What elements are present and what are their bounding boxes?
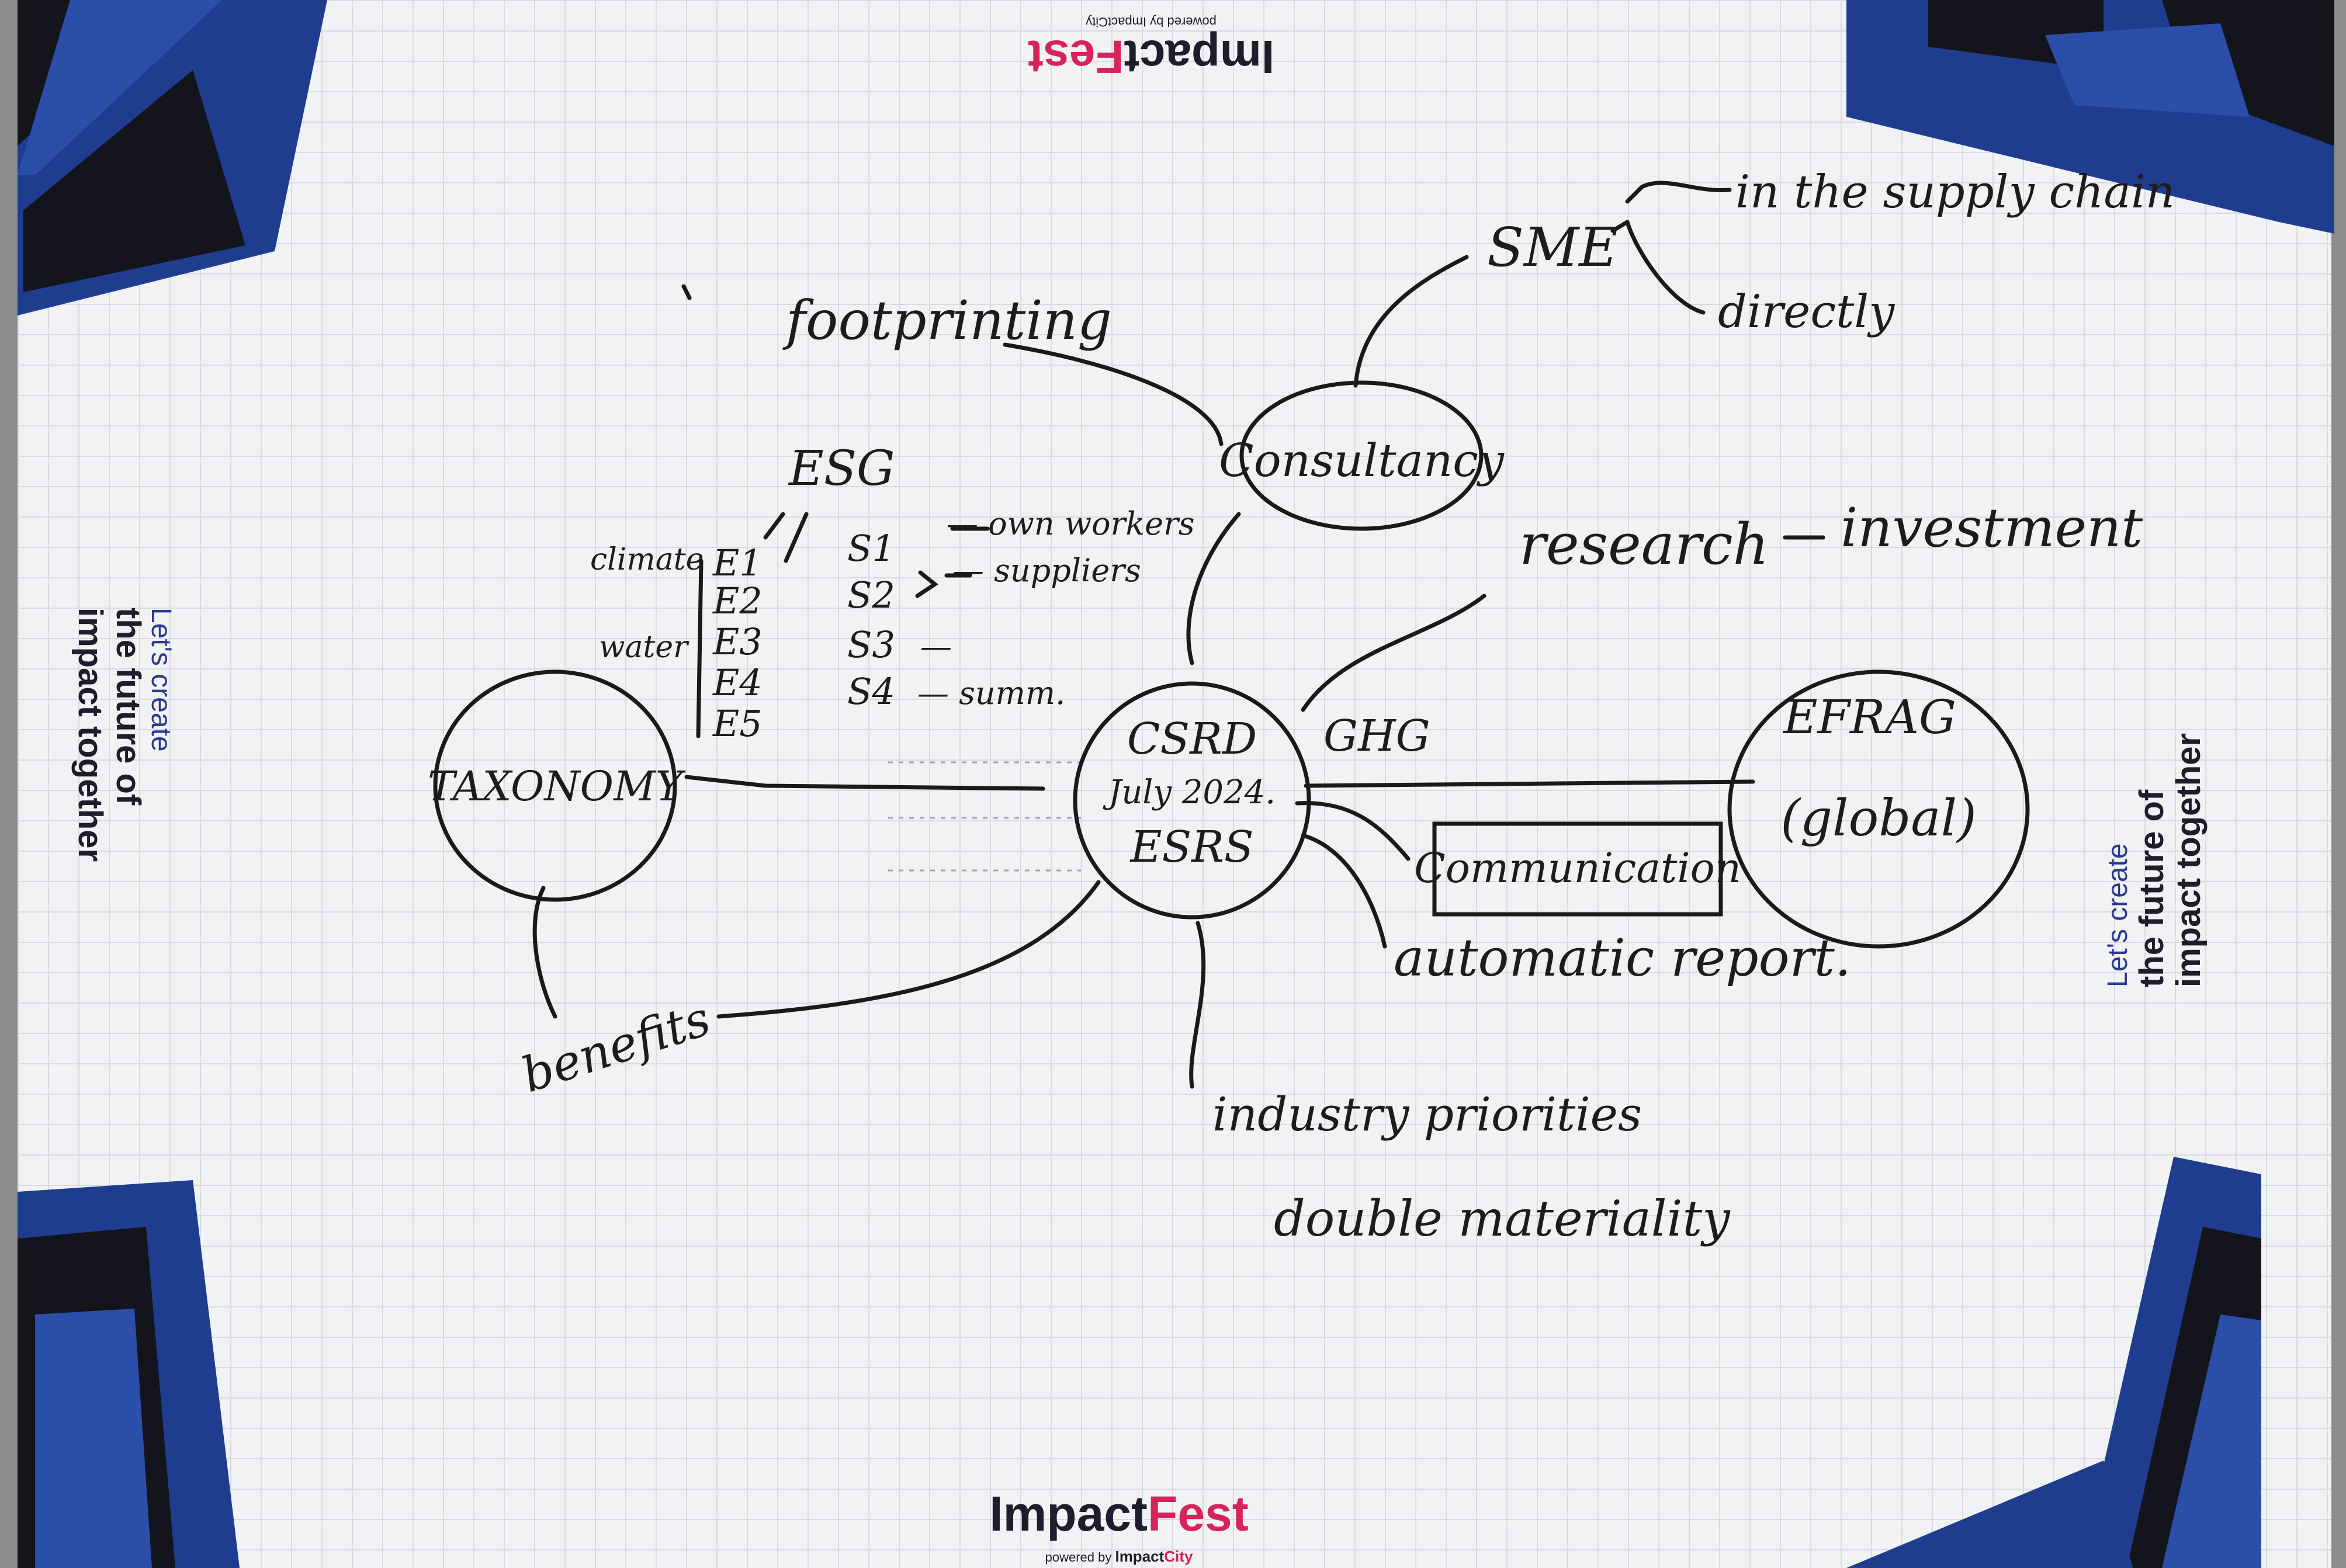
brand-logo-bottom: ImpactFest powered by ImpactCity bbox=[989, 1486, 1248, 1565]
brand-logo-top: ImpactFest powered by ImpactCity bbox=[1028, 15, 1274, 83]
mindmap-connectors bbox=[532, 181, 1825, 1089]
svg-text:S1: S1 bbox=[847, 527, 895, 570]
svg-text:July 2024.: July 2024. bbox=[1103, 773, 1276, 811]
svg-text:climate: climate bbox=[590, 542, 704, 577]
svg-text:Let's create: Let's create bbox=[145, 608, 176, 752]
sme-label: SME bbox=[1487, 216, 1618, 279]
benefits-label: benefits bbox=[515, 991, 717, 1104]
svg-text:E2: E2 bbox=[712, 580, 763, 622]
corner-stripes-top-left bbox=[18, 0, 327, 315]
svg-text:the future of: the future of bbox=[109, 608, 147, 806]
poster-paper bbox=[18, 0, 2331, 1568]
svg-text:impact together: impact together bbox=[2170, 733, 2208, 987]
svg-text:ESRS: ESRS bbox=[1129, 822, 1253, 872]
automatic-report-label: automatic report. bbox=[1394, 928, 1851, 988]
industry-priorities-label: industry priorities bbox=[1212, 1087, 1642, 1142]
efrag-node: EFRAG (global) bbox=[1780, 690, 1976, 848]
corner-stripes-top-right bbox=[1846, 0, 2334, 234]
communication-box bbox=[1432, 821, 1723, 917]
double-materiality-label: double materiality bbox=[1274, 1190, 1731, 1247]
sme-branch-directly: directly bbox=[1718, 286, 1895, 338]
center-node-circle bbox=[1073, 681, 1311, 920]
svg-text:E1: E1 bbox=[712, 542, 763, 584]
consultancy-label: Consultancy bbox=[1219, 435, 1505, 487]
corner-stripes-bottom-left bbox=[18, 1180, 240, 1568]
svg-text:impact together: impact together bbox=[71, 608, 109, 862]
svg-text:the future of: the future of bbox=[2133, 789, 2171, 987]
esg-label: ESG bbox=[788, 441, 895, 497]
svg-text:ImpactFest: ImpactFest bbox=[989, 1486, 1248, 1541]
svg-text:S2: S2 bbox=[847, 574, 895, 616]
svg-text:— summ.: — summ. bbox=[917, 675, 1065, 712]
slogan-left: Let's create the future of impact togeth… bbox=[71, 608, 176, 862]
slogan-right: Let's create the future of impact togeth… bbox=[2102, 733, 2208, 987]
taxonomy-label: TAXONOMY bbox=[428, 762, 686, 810]
taxonomy-node-circle bbox=[433, 669, 677, 902]
consultancy-node-circle bbox=[1239, 380, 1484, 531]
svg-text:EFRAG: EFRAG bbox=[1782, 690, 1956, 744]
svg-text:S4: S4 bbox=[847, 670, 895, 713]
research-label: research bbox=[1519, 512, 1769, 577]
svg-text:water: water bbox=[599, 630, 689, 665]
svg-text:(global): (global) bbox=[1780, 789, 1976, 848]
svg-text:—: — bbox=[920, 628, 952, 665]
svg-text:E3: E3 bbox=[712, 620, 763, 663]
faint-guide-lines bbox=[888, 761, 1081, 872]
svg-text:ImpactFest: ImpactFest bbox=[1028, 31, 1274, 83]
corner-stripes-bottom-right bbox=[1846, 1157, 2261, 1568]
svg-text:S3: S3 bbox=[847, 623, 895, 666]
svg-text:— own workers: — own workers bbox=[947, 505, 1195, 542]
footprinting-label: footprinting bbox=[782, 289, 1112, 352]
svg-text:powered by ImpactCity: powered by ImpactCity bbox=[1086, 15, 1217, 29]
communication-label: Communication bbox=[1414, 844, 1741, 892]
mindmap-nodes bbox=[433, 380, 2030, 949]
esg-breakdown: climate water E1 E2 E3 E4 E5 S1 S2 S3 S4… bbox=[590, 505, 1195, 745]
center-node: CSRD July 2024. ESRS bbox=[1103, 714, 1276, 872]
svg-text:benefits: benefits bbox=[515, 991, 717, 1104]
svg-text:Let's create: Let's create bbox=[2102, 843, 2133, 987]
svg-text:— suppliers: — suppliers bbox=[952, 552, 1141, 589]
investment-label: investment bbox=[1841, 497, 2143, 559]
sme-branch-supply-chain: in the supply chain bbox=[1735, 166, 2175, 218]
ghg-label: GHG bbox=[1323, 711, 1430, 761]
svg-text:E5: E5 bbox=[712, 702, 763, 745]
svg-text:powered by ImpactCity: powered by ImpactCity bbox=[1045, 1548, 1193, 1565]
svg-text:E4: E4 bbox=[712, 661, 763, 704]
svg-text:CSRD: CSRD bbox=[1127, 714, 1257, 764]
efrag-node-circle bbox=[1727, 669, 2030, 949]
